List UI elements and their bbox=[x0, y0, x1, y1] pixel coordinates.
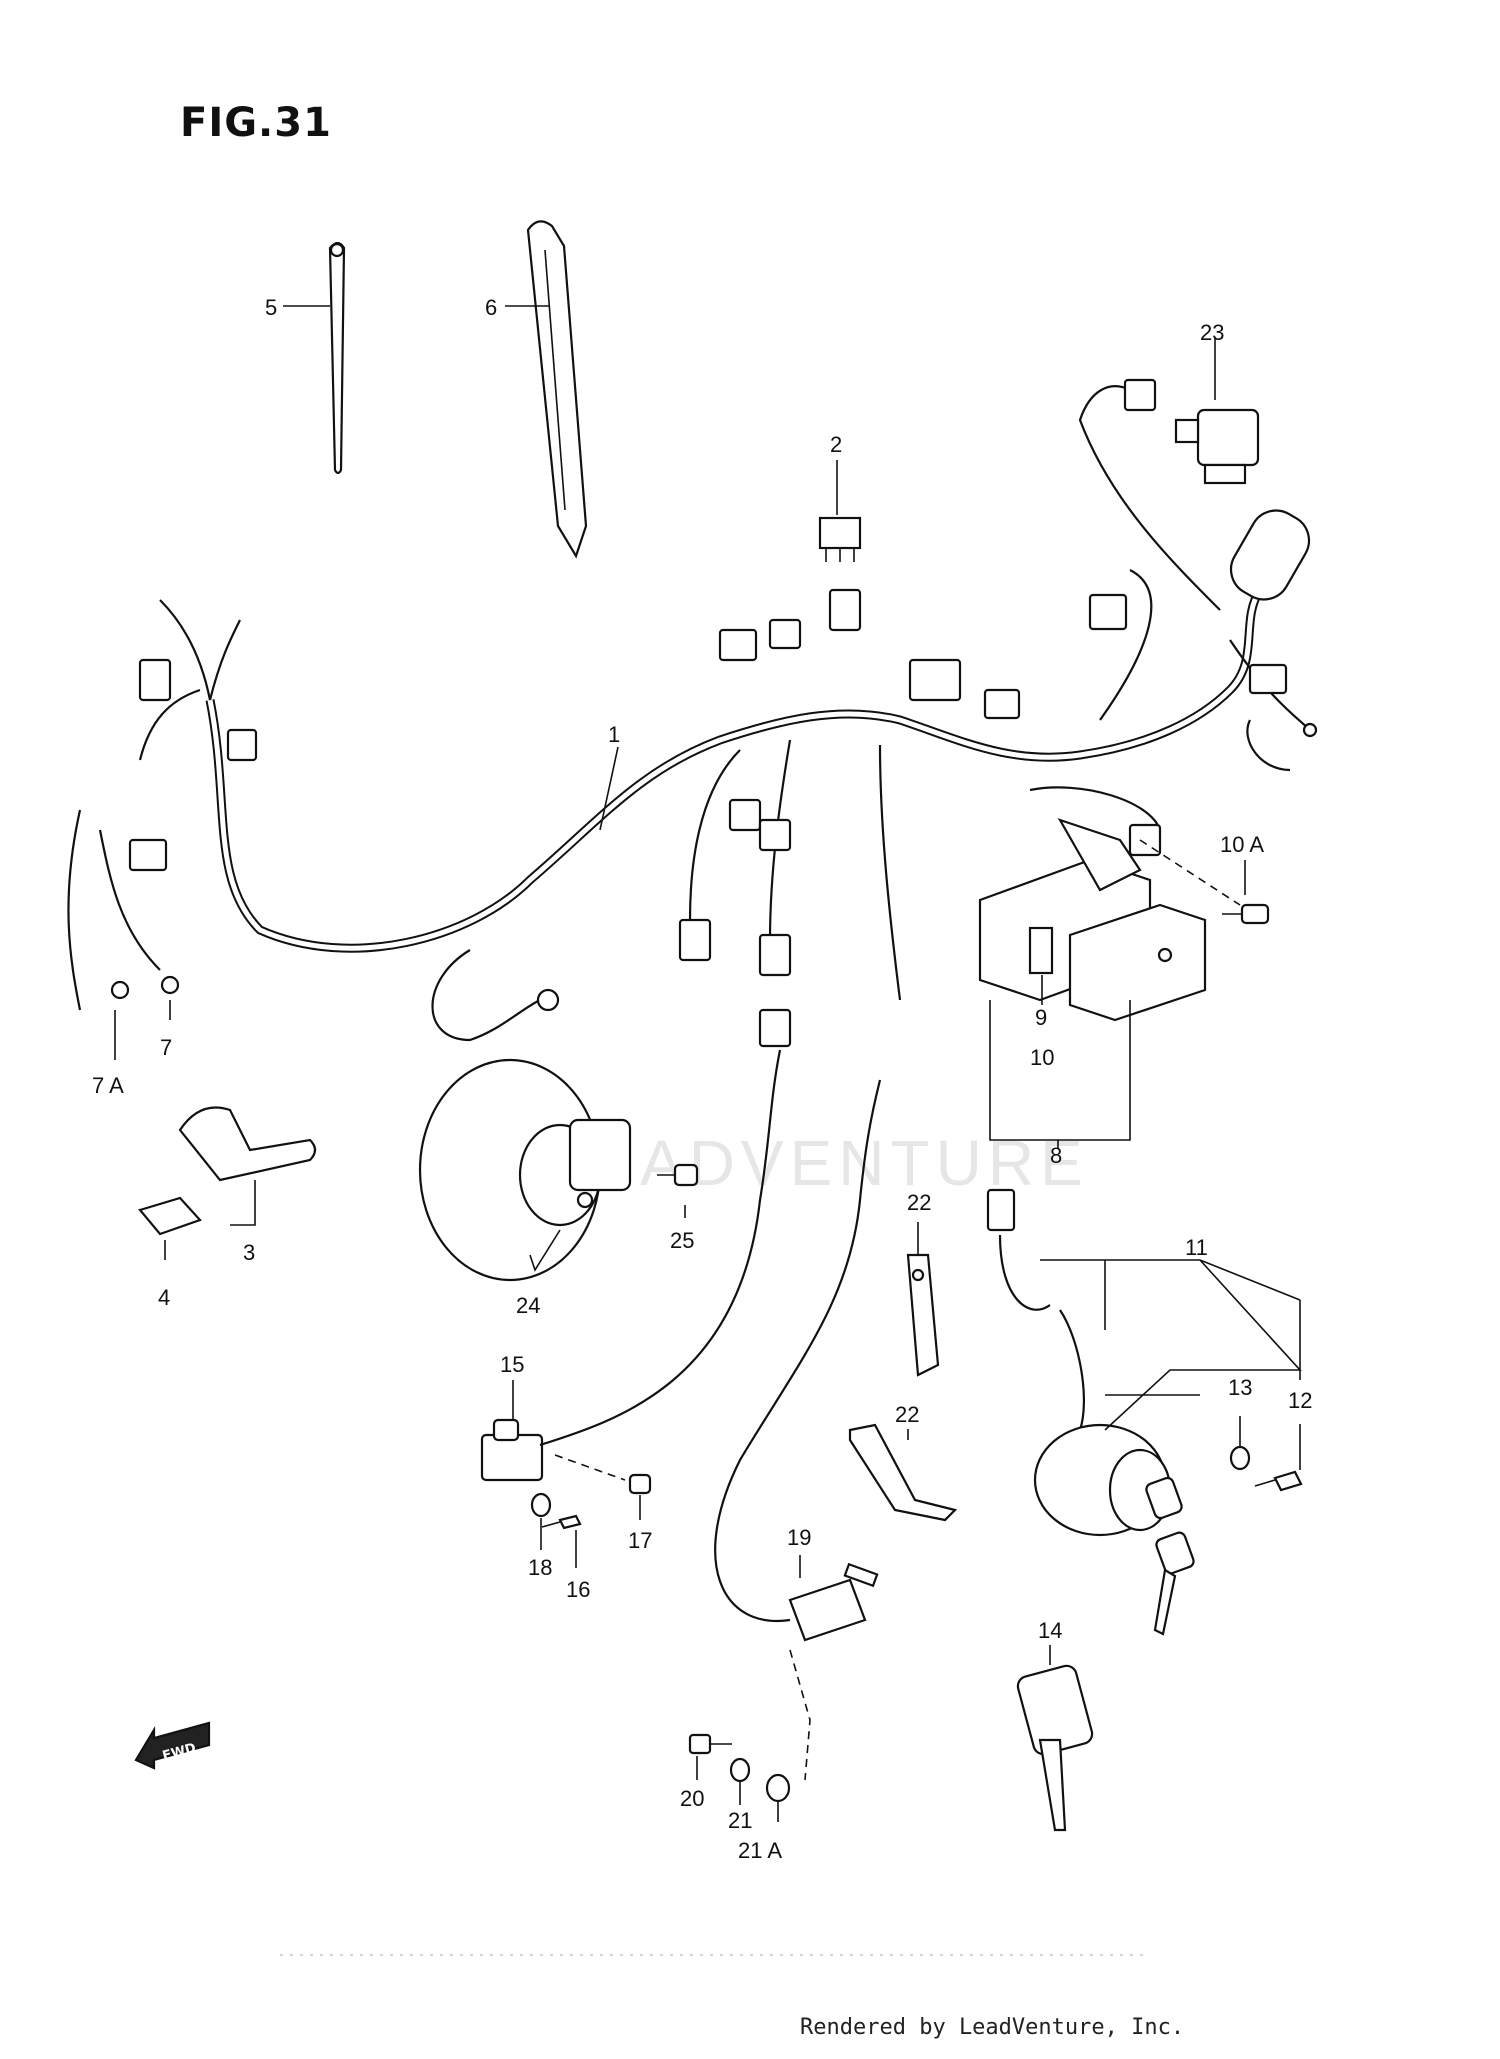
callout-22-upper: 22 bbox=[907, 1190, 931, 1215]
part-11-ignition-switch bbox=[986, 1188, 1172, 1537]
callout-11: 11 bbox=[1185, 1235, 1208, 1260]
part-22-bracket-lower bbox=[848, 1423, 958, 1522]
callout-19: 19 bbox=[787, 1525, 811, 1550]
part-10a-bolt bbox=[1222, 903, 1270, 925]
callout-6: 6 bbox=[485, 295, 497, 320]
callout-15: 15 bbox=[500, 1352, 524, 1377]
callout-9: 9 bbox=[1035, 1005, 1047, 1030]
part-22-bracket-upper bbox=[906, 1253, 940, 1377]
part-17-screw bbox=[628, 1473, 652, 1495]
part-15-switch bbox=[480, 1049, 782, 1482]
part-13-washer bbox=[1229, 1445, 1251, 1471]
leader-lines bbox=[114, 305, 1302, 1822]
callout-7a: 7 A bbox=[92, 1073, 124, 1098]
footer-credit: Rendered by LeadVenture, Inc. bbox=[800, 2015, 1185, 2040]
callout-12: 12 bbox=[1288, 1388, 1312, 1413]
callout-7: 7 bbox=[160, 1035, 172, 1060]
dashline-17 bbox=[554, 1454, 626, 1481]
part-5-cable-tie bbox=[328, 241, 346, 475]
part-19-switch bbox=[714, 1079, 882, 1642]
part-25-bolt bbox=[657, 1163, 699, 1187]
figure-title: FIG.31 bbox=[180, 100, 332, 146]
callout-16: 16 bbox=[566, 1577, 590, 1602]
callout-5: 5 bbox=[265, 295, 277, 320]
part-6-cable-tie bbox=[526, 220, 588, 559]
part-1-main-harness bbox=[67, 385, 1311, 1042]
callout-13: 13 bbox=[1228, 1375, 1252, 1400]
callout-17: 17 bbox=[628, 1528, 652, 1553]
part-21-nut bbox=[729, 1757, 751, 1783]
callout-21: 21 bbox=[728, 1808, 752, 1833]
part-8-cdi-unit bbox=[978, 818, 1207, 1022]
callout-18: 18 bbox=[528, 1555, 552, 1580]
callout-4: 4 bbox=[158, 1285, 170, 1310]
callout-20: 20 bbox=[680, 1786, 704, 1811]
part-20-bolt bbox=[688, 1733, 732, 1755]
part-21a-washer bbox=[765, 1773, 791, 1803]
callout-8: 8 bbox=[1050, 1143, 1062, 1168]
dashline-19 bbox=[789, 1649, 811, 1781]
dashline-10a bbox=[1139, 839, 1241, 906]
part-24-horn bbox=[418, 1058, 632, 1282]
callout-10: 10 bbox=[1030, 1045, 1054, 1070]
callout-23: 23 bbox=[1200, 320, 1224, 345]
callout-10a: 10 A bbox=[1220, 832, 1264, 857]
part-12-screw bbox=[1254, 1470, 1303, 1492]
fwd-arrow: FWD bbox=[134, 1721, 211, 1770]
ignition-keys bbox=[1145, 1476, 1195, 1636]
part-14-key bbox=[1016, 1664, 1094, 1832]
part-2-fuse bbox=[818, 516, 862, 562]
callout-14: 14 bbox=[1038, 1618, 1062, 1643]
part-3-bracket bbox=[178, 1106, 317, 1182]
callout-24: 24 bbox=[516, 1293, 540, 1318]
callout-2: 2 bbox=[830, 432, 842, 457]
callout-21a: 21 A bbox=[738, 1838, 782, 1863]
callout-22-lower: 22 bbox=[895, 1402, 919, 1427]
callout-1: 1 bbox=[608, 722, 620, 747]
callout-3: 3 bbox=[243, 1240, 255, 1265]
callout-labels: 5 6 2 23 1 10 A 9 10 8 7 7 A 3 4 24 25 2… bbox=[92, 295, 1312, 1863]
callout-25: 25 bbox=[670, 1228, 694, 1253]
harness-connectors bbox=[110, 378, 1318, 1048]
part-16-screw bbox=[541, 1514, 582, 1530]
part-4-cushion bbox=[138, 1196, 202, 1236]
part-23-relay bbox=[1174, 408, 1260, 485]
part-18-washer bbox=[530, 1492, 552, 1518]
